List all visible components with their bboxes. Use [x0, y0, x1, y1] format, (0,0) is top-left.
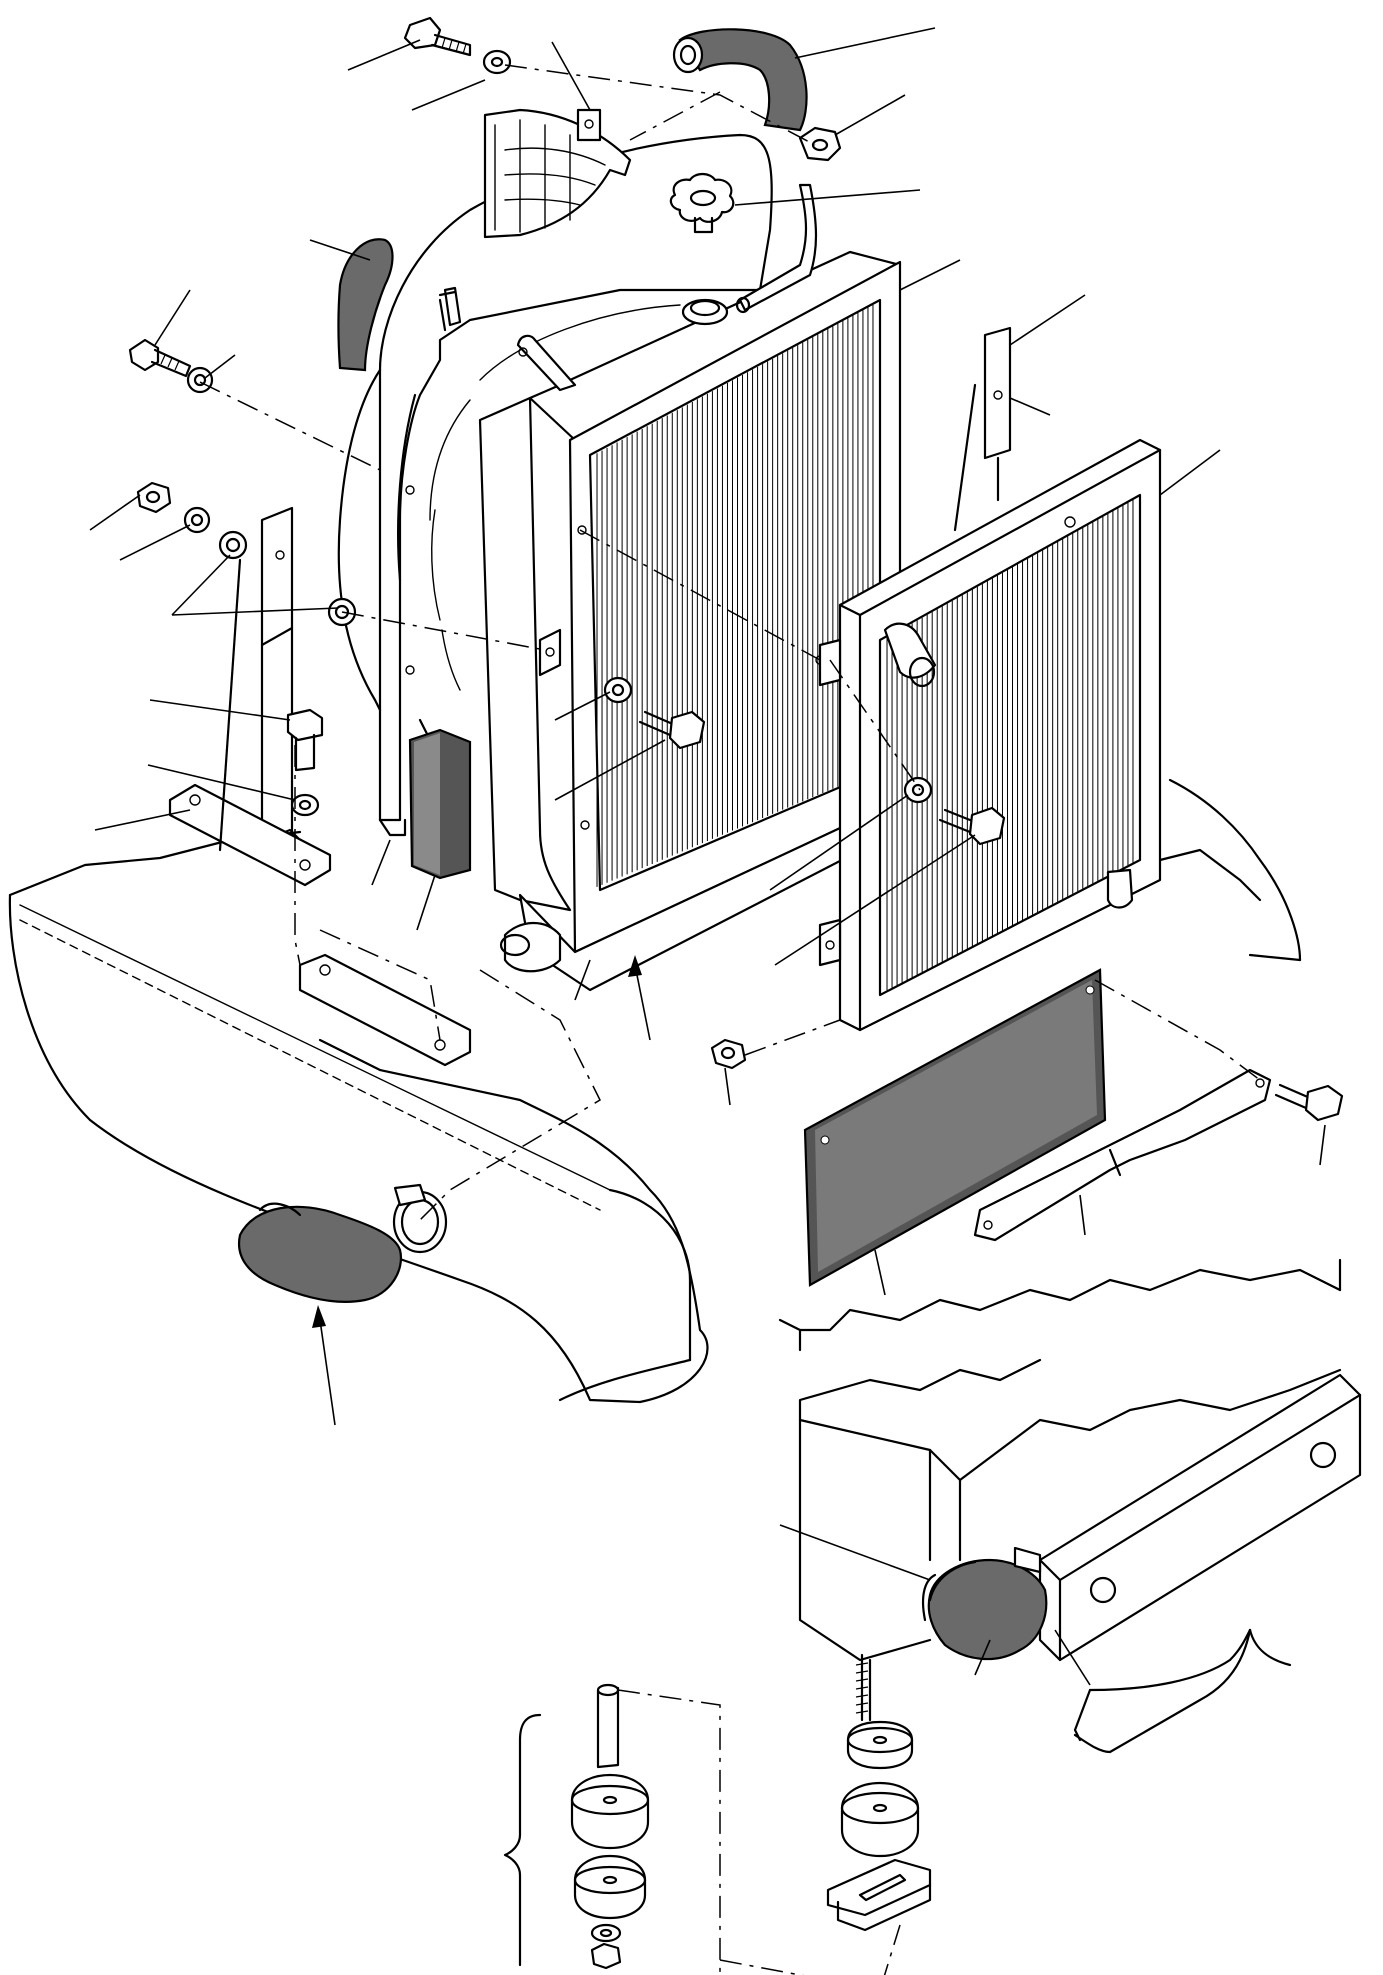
filler-cap — [669, 172, 735, 234]
radiator-core — [478, 183, 902, 992]
hose-clamp — [392, 1183, 448, 1254]
fan-shroud — [337, 133, 773, 837]
frame-crossmember — [8, 828, 709, 1404]
upper-hose — [672, 28, 808, 132]
mounting-bracket-right — [953, 326, 1012, 532]
top-louver-guard — [483, 108, 632, 239]
mounting-bracket-left — [168, 506, 332, 887]
crossmember-plate — [298, 953, 472, 1067]
lower-right-hose — [921, 1546, 1048, 1661]
fasteners — [128, 16, 1344, 1122]
screen-mesh — [803, 968, 1107, 1287]
assembly-lines — [199, 64, 1261, 1975]
oil-cooler — [815, 438, 1162, 1032]
lower-hose — [237, 1202, 403, 1303]
foam-pad — [408, 728, 472, 880]
group-brace — [1073, 1628, 1252, 1754]
mount-rubber-kit — [503, 1653, 932, 1970]
bottom-stay — [973, 1068, 1272, 1242]
leader-lines — [89, 27, 1326, 1686]
lower-engine-mount-area — [798, 1358, 1362, 1742]
short-hose — [337, 238, 394, 372]
engine-body — [778, 778, 1342, 1352]
